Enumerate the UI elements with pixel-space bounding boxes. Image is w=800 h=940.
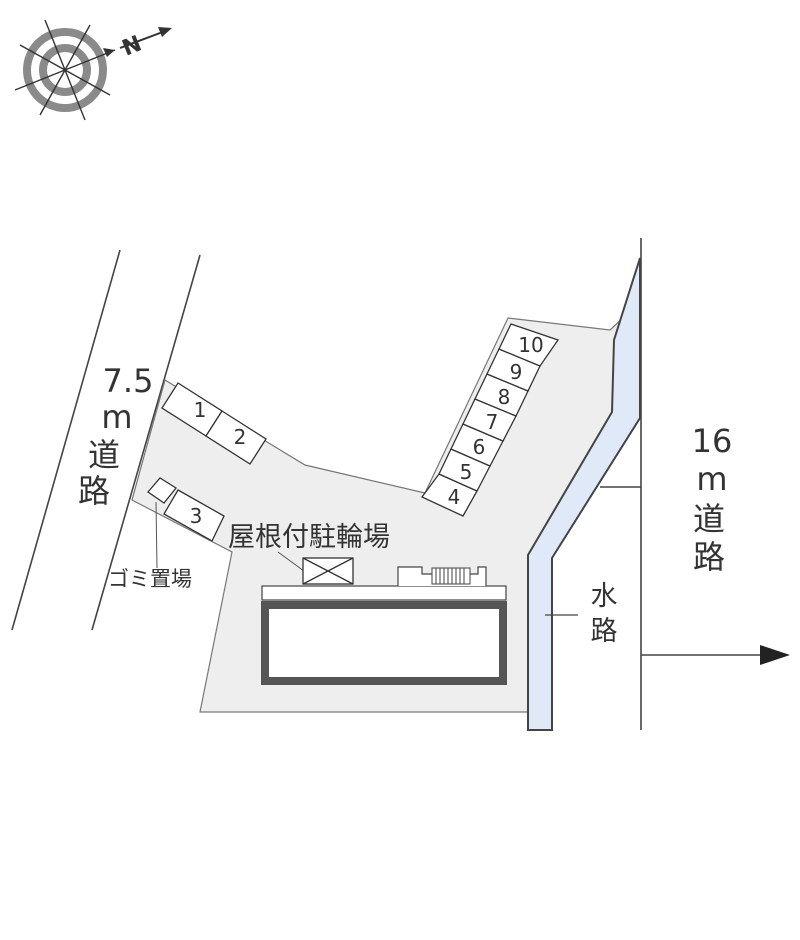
building bbox=[261, 566, 507, 685]
right-road-label: 16 m 道 路 bbox=[692, 422, 733, 576]
left-road bbox=[11, 249, 201, 631]
bicycle-parking: 屋根付駐輪場 bbox=[228, 522, 390, 585]
svg-text:7.5: 7.5 bbox=[103, 362, 154, 400]
svg-text:m: m bbox=[101, 398, 132, 436]
left-road-label: 7.5 m 道 路 bbox=[78, 362, 153, 510]
svg-text:6: 6 bbox=[473, 435, 486, 459]
parking-space: 9 bbox=[486, 348, 541, 392]
svg-text:道: 道 bbox=[88, 436, 120, 474]
stairs-icon bbox=[431, 567, 471, 585]
bicycle-parking-label: 屋根付駐輪場 bbox=[228, 522, 390, 553]
svg-text:路: 路 bbox=[591, 616, 618, 647]
road-direction-arrow-icon bbox=[760, 645, 790, 665]
parking-space: 3 bbox=[163, 489, 225, 542]
svg-text:路: 路 bbox=[693, 538, 725, 576]
svg-text:路: 路 bbox=[78, 472, 110, 510]
svg-text:m: m bbox=[696, 460, 727, 498]
svg-text:2: 2 bbox=[234, 425, 247, 449]
parking-space: 5 bbox=[438, 448, 491, 492]
right-road bbox=[600, 238, 760, 730]
svg-text:10: 10 bbox=[518, 333, 543, 357]
svg-text:7: 7 bbox=[486, 410, 499, 434]
svg-text:1: 1 bbox=[194, 398, 207, 422]
garbage-area: ゴミ置場 bbox=[108, 477, 192, 591]
waterway bbox=[527, 257, 641, 731]
svg-text:5: 5 bbox=[460, 460, 473, 484]
parking-space: 2 bbox=[205, 410, 267, 465]
svg-text:16: 16 bbox=[692, 422, 733, 460]
compass-icon: N bbox=[14, 19, 172, 121]
svg-text:道: 道 bbox=[693, 500, 725, 538]
svg-text:3: 3 bbox=[190, 504, 203, 528]
garbage-area-label: ゴミ置場 bbox=[108, 567, 192, 591]
parking-space: 10 bbox=[498, 323, 560, 367]
svg-text:水: 水 bbox=[591, 581, 618, 612]
north-label: N bbox=[119, 31, 145, 61]
svg-text:4: 4 bbox=[448, 485, 461, 509]
svg-text:8: 8 bbox=[498, 385, 511, 409]
waterway-label: 水 路 bbox=[591, 581, 618, 647]
svg-text:9: 9 bbox=[510, 360, 523, 384]
